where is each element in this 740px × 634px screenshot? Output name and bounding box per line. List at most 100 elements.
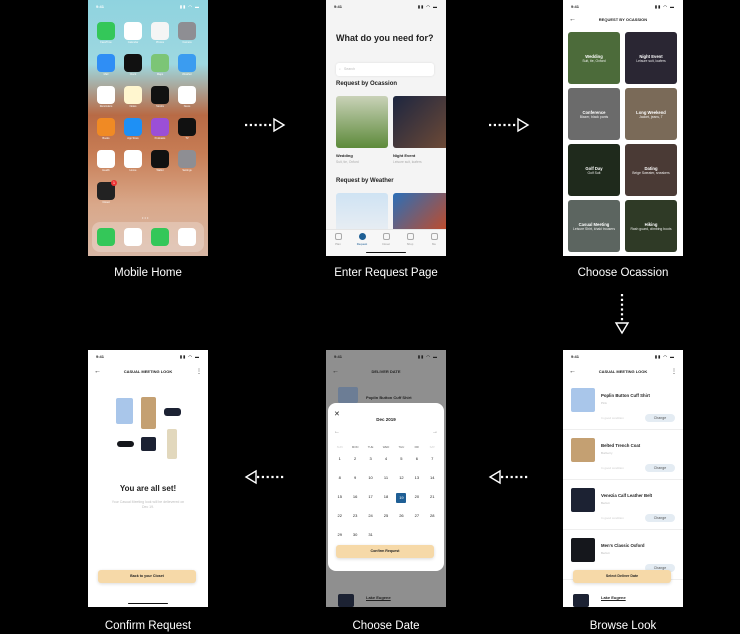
app-icon-calendar[interactable]: Calendar xyxy=(124,22,142,44)
dock-icon-safari[interactable] xyxy=(124,228,142,246)
calendar-day[interactable]: 4 xyxy=(378,455,393,474)
tab-plan[interactable]: Plan xyxy=(326,230,350,256)
calendar-day[interactable]: 26 xyxy=(394,512,409,531)
app-icon-app-store[interactable]: App Store xyxy=(124,118,142,140)
change-button[interactable]: Change xyxy=(645,514,675,522)
occasion-card-wedding[interactable] xyxy=(336,96,388,148)
calendar-day[interactable]: 18 xyxy=(378,493,393,512)
calendar-day[interactable]: 29 xyxy=(332,531,347,550)
flow-arrow-down-icon xyxy=(614,294,630,335)
tab-request[interactable]: Request xyxy=(350,230,374,256)
app-icon-tv[interactable]: TV xyxy=(178,118,196,140)
tab-closet[interactable]: Closet xyxy=(374,230,398,256)
dock-icon-messages[interactable] xyxy=(151,228,169,246)
calendar-day[interactable]: 23 xyxy=(347,512,362,531)
change-button[interactable]: Change xyxy=(645,564,675,572)
back-arrow-icon[interactable]: ← xyxy=(569,16,576,23)
more-icon[interactable]: ⋮ xyxy=(671,369,677,375)
dock xyxy=(92,222,204,252)
calendar-day[interactable]: 28 xyxy=(425,512,440,531)
calendar-day[interactable]: 27 xyxy=(409,512,424,531)
app-icon-podcasts[interactable]: Podcasts xyxy=(151,118,169,140)
app-icon-clock[interactable]: Clock xyxy=(124,54,142,76)
tab-me[interactable]: Me xyxy=(422,230,446,256)
app-icon-mail[interactable]: Mail xyxy=(97,54,115,76)
app-label: FaceTime xyxy=(100,41,112,44)
back-arrow-icon[interactable]: ← xyxy=(569,368,576,375)
calendar-day[interactable]: 14 xyxy=(425,474,440,493)
app-icon-home[interactable]: Home xyxy=(124,150,142,172)
calendar-day[interactable]: 7 xyxy=(425,455,440,474)
back-arrow-icon[interactable]: ← xyxy=(94,368,101,375)
next-month-arrow-icon[interactable]: → xyxy=(432,429,438,435)
app-icon-notes[interactable]: Notes xyxy=(124,86,142,108)
calendar-day[interactable]: 11 xyxy=(378,474,393,493)
calendar-day[interactable]: 8 xyxy=(332,474,347,493)
calendar-day[interactable]: 24 xyxy=(363,512,378,531)
app-icon-books[interactable]: Books xyxy=(97,118,115,140)
search-input[interactable]: ⌕Search xyxy=(336,63,434,76)
occasion-card-night-event[interactable] xyxy=(393,96,446,148)
calendar-day[interactable]: 25 xyxy=(378,512,393,531)
dock-icon-phone[interactable] xyxy=(97,228,115,246)
more-icon[interactable]: ⋮ xyxy=(196,369,202,375)
calendar-day[interactable]: 15 xyxy=(332,493,347,512)
calendar-day[interactable]: 12 xyxy=(394,474,409,493)
app-icon-stocks[interactable]: Stocks xyxy=(151,86,169,108)
change-button[interactable]: Change xyxy=(645,464,675,472)
app-icon-weather[interactable]: Weather xyxy=(178,54,196,76)
calendar-day[interactable]: 1 xyxy=(332,455,347,474)
day-number: 4 xyxy=(384,456,388,461)
weather-card-snow[interactable] xyxy=(336,193,388,233)
item-thumbnail xyxy=(571,488,595,512)
app-icon-health[interactable]: Health xyxy=(97,150,115,172)
calendar-day[interactable]: 3 xyxy=(363,455,378,474)
calendar-day[interactable]: 30 xyxy=(347,531,362,550)
app-icon-maps[interactable]: Maps xyxy=(151,54,169,76)
calendar-day[interactable]: 20 xyxy=(409,493,424,512)
change-button[interactable]: Change xyxy=(645,414,675,422)
calendar-day[interactable]: 21 xyxy=(425,493,440,512)
calendar-day[interactable]: 6 xyxy=(409,455,424,474)
back-to-closet-button[interactable]: Back to your Closet xyxy=(98,570,196,583)
plan-icon xyxy=(334,233,342,240)
day-number: 9 xyxy=(354,475,357,480)
close-icon[interactable]: ✕ xyxy=(334,411,340,418)
app-icon-settings[interactable]: Settings xyxy=(178,150,196,172)
calendar-day[interactable]: 2 xyxy=(347,455,362,474)
app-icon-photos[interactable]: Photos xyxy=(151,22,169,44)
occasion-description: Beige Sweater, sneakers xyxy=(632,170,670,175)
app-icon-camera[interactable]: Camera xyxy=(178,22,196,44)
tab-shop[interactable]: Shop xyxy=(398,230,422,256)
calendar-day[interactable]: 22 xyxy=(332,512,347,531)
step-caption: Enter Request Page xyxy=(334,267,438,279)
app-icon-news[interactable]: News xyxy=(178,86,196,108)
dock-icon-music[interactable] xyxy=(178,228,196,246)
calendar-day[interactable]: 17 xyxy=(363,493,378,512)
back-arrow-icon[interactable]: ← xyxy=(332,368,339,375)
calendar-day[interactable]: 10 xyxy=(363,474,378,493)
calendar-day[interactable]: 9 xyxy=(347,474,362,493)
day-number: 29 xyxy=(337,532,342,537)
select-deliver-date-button[interactable]: Select Deliver Date xyxy=(573,570,671,583)
calendar-day[interactable]: 13 xyxy=(409,474,424,493)
confirm-request-button[interactable]: Confirm Request xyxy=(336,545,434,558)
calendar-day[interactable]: 5 xyxy=(394,455,409,474)
weather-card-sun[interactable] xyxy=(393,193,446,233)
selected-date[interactable]: 19 xyxy=(394,493,409,512)
app-icon-wallet[interactable]: Wallet xyxy=(151,150,169,172)
calendar-day[interactable]: 16 xyxy=(347,493,362,512)
calendar-day[interactable]: 31 xyxy=(363,531,378,550)
prev-month-arrow-icon[interactable]: ← xyxy=(334,429,340,435)
app-icon-reminders[interactable]: Reminders xyxy=(97,86,115,108)
app-icon-facetime[interactable]: FaceTime xyxy=(97,22,115,44)
